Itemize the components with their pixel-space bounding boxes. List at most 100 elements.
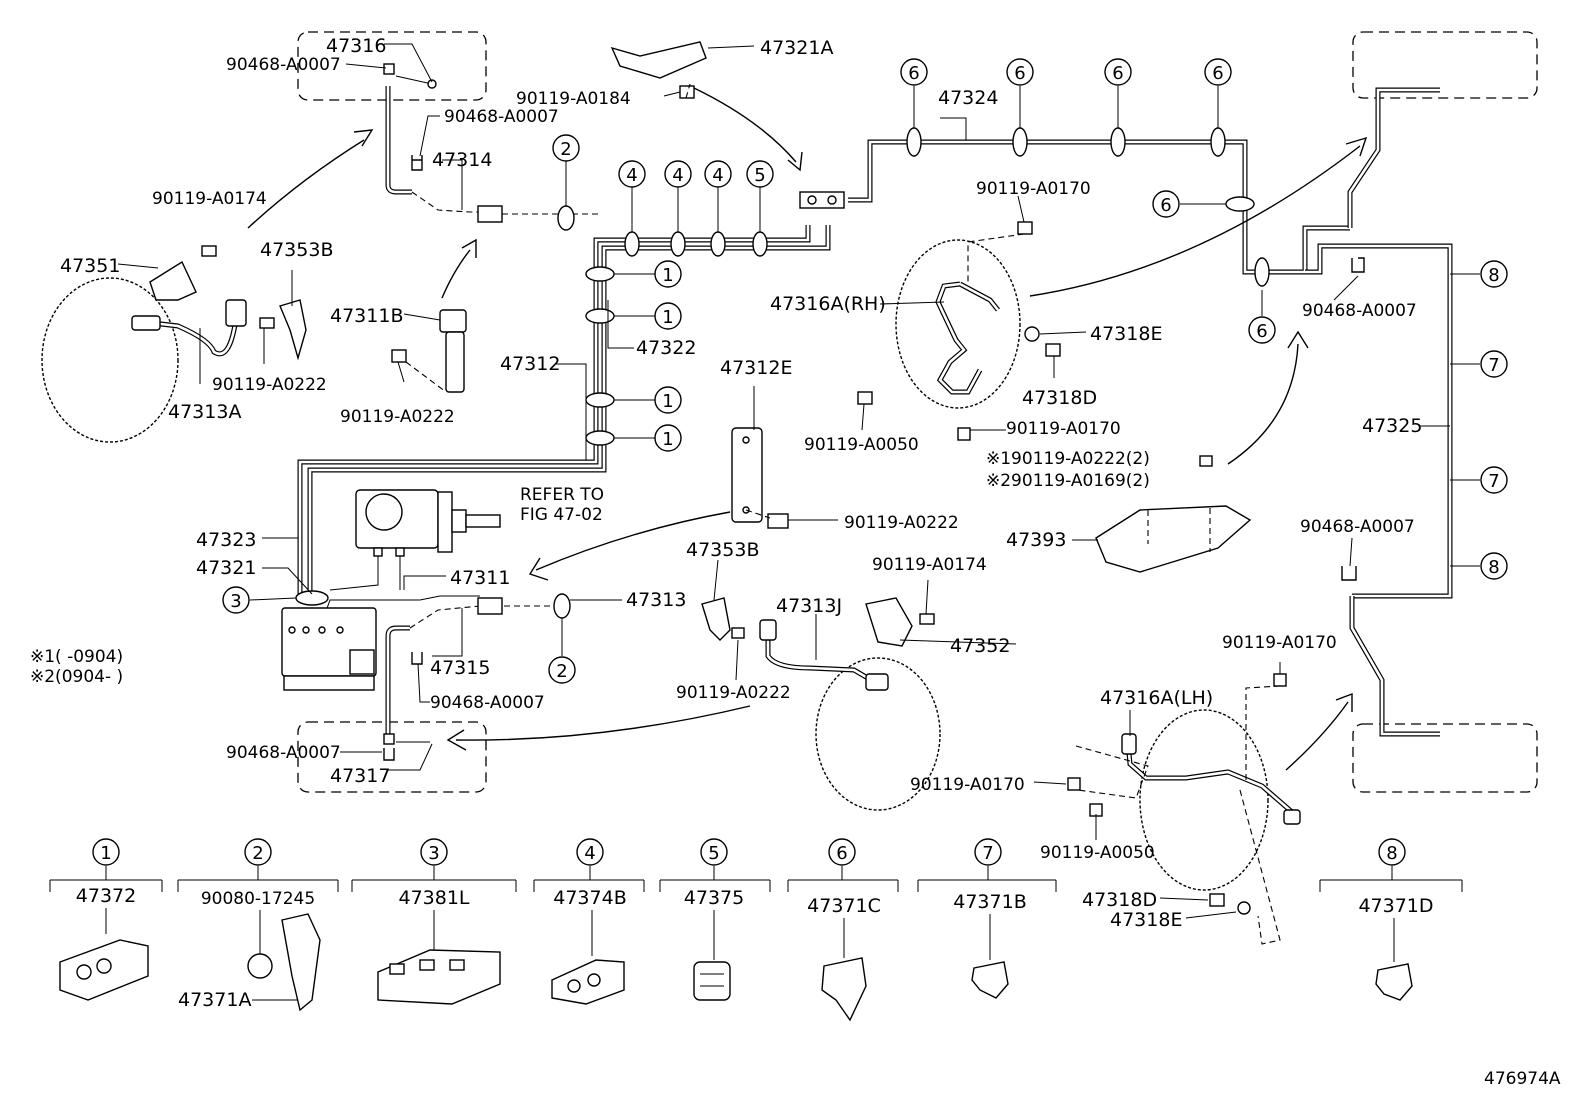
- label-90119-a0170-b: 90119-A0170: [1006, 419, 1121, 439]
- legend-item-3: 3 47381L: [351, 838, 517, 1005]
- label-47314: 47314: [432, 149, 492, 171]
- label-90119-a0050-b: 90119-A0050: [1040, 843, 1155, 863]
- label-90468-f: 90468-A0007: [1300, 517, 1415, 537]
- label-47311b: 47311B: [330, 305, 403, 327]
- label-90119-a0184: 90119-A0184: [516, 89, 631, 109]
- svg-text:2: 2: [556, 661, 567, 682]
- svg-text:1: 1: [662, 307, 673, 328]
- legend-item-4: 4 47374B: [533, 838, 645, 1005]
- diagram-callouts: 2 4 4 4 5 1 1 1 1 6 6 6 6 6 6 3 2 8 7 7 …: [222, 58, 1508, 684]
- leader-lines: [117, 43, 1480, 919]
- refer-line-2: FIG 47-02: [520, 505, 603, 525]
- front-right-hose-assembly: [857, 221, 1061, 441]
- svg-text:1: 1: [662, 265, 673, 286]
- label-47312: 47312: [500, 353, 560, 375]
- label-47318e-bot: 47318E: [1110, 909, 1182, 931]
- label-47317: 47317: [330, 765, 390, 787]
- rear-left-wheel-box: [297, 721, 487, 793]
- bracket-47393: [1095, 455, 1252, 573]
- label-90119-a0170-a: 90119-A0170: [976, 179, 1091, 199]
- label-47318e-top: 47318E: [1090, 323, 1162, 345]
- label-47351: 47351: [60, 255, 120, 277]
- label-47353b-top: 47353B: [260, 239, 333, 261]
- svg-text:4: 4: [584, 843, 595, 864]
- label-47313: 47313: [626, 589, 686, 611]
- arrows: [247, 87, 1368, 771]
- bracket-47312e: [731, 427, 789, 529]
- label-47318d-top: 47318D: [1022, 387, 1097, 409]
- label-47313a: 47313A: [168, 401, 241, 423]
- svg-text:47371C: 47371C: [807, 895, 881, 917]
- label-90119-a0174-a: 90119-A0174: [152, 189, 267, 209]
- svg-text:6: 6: [1112, 63, 1123, 84]
- legend-item-2: 2 90080-17245 47371A: [177, 838, 339, 1012]
- svg-text:7: 7: [1488, 355, 1499, 376]
- label-90119-a0050-a: 90119-A0050: [804, 435, 919, 455]
- clamp-legend: 1 47372 2 90080-17245 47371A 3 47381L: [49, 838, 1463, 1022]
- label-47312e: 47312E: [720, 357, 792, 379]
- front-right-wheel-box: [1352, 31, 1538, 99]
- label-note2-bolt: ※290119-A0169(2): [986, 471, 1150, 491]
- svg-text:47371D: 47371D: [1358, 895, 1433, 917]
- label-note1-bolt: ※190119-A0222(2): [986, 449, 1150, 469]
- svg-text:4: 4: [626, 165, 637, 186]
- label-47315: 47315: [430, 657, 490, 679]
- svg-text:8: 8: [1488, 265, 1499, 286]
- svg-text:90080-17245: 90080-17245: [201, 889, 315, 909]
- label-90119-a0170-d: 90119-A0170: [910, 775, 1025, 795]
- svg-text:4: 4: [672, 165, 683, 186]
- svg-text:6: 6: [1160, 195, 1171, 216]
- tube-clamps: [295, 127, 1270, 619]
- svg-text:47371A: 47371A: [178, 989, 251, 1011]
- label-90468-d: 90468-A0007: [226, 743, 341, 763]
- fittings: [383, 63, 1365, 761]
- svg-text:2: 2: [252, 843, 263, 864]
- label-47393: 47393: [1006, 529, 1066, 551]
- legend-item-5: 5 47375: [659, 838, 771, 1001]
- svg-text:7: 7: [982, 843, 993, 864]
- svg-text:47371B: 47371B: [953, 891, 1026, 913]
- label-90468-e: 90468-A0007: [1302, 301, 1417, 321]
- svg-text:6: 6: [836, 843, 847, 864]
- label-47353b-mid: 47353B: [686, 539, 759, 561]
- label-47316: 47316: [326, 35, 386, 57]
- label-47313j: 47313J: [776, 595, 842, 617]
- svg-text:5: 5: [754, 165, 765, 186]
- label-90119-a0170-c: 90119-A0170: [1222, 633, 1337, 653]
- legend-item-6: 6 47371C: [787, 838, 899, 1022]
- label-90119-a0222-a: 90119-A0222: [212, 375, 327, 395]
- part-labels: 47316 90468-A0007 90468-A0007 47314 9011…: [30, 35, 1422, 931]
- svg-text:7: 7: [1488, 471, 1499, 492]
- svg-text:47381L: 47381L: [398, 887, 469, 909]
- svg-text:1: 1: [100, 843, 111, 864]
- front-left-wheel-box: [297, 31, 487, 101]
- label-90468-c: 90468-A0007: [430, 693, 545, 713]
- label-47323: 47323: [196, 529, 256, 551]
- figure-code: 476974A: [1484, 1069, 1561, 1089]
- legend-item-1: 1 47372: [49, 838, 163, 1001]
- front-left-hose-assembly: [41, 41, 707, 443]
- label-47322: 47322: [636, 337, 696, 359]
- master-cylinder: [355, 489, 501, 557]
- label-47325: 47325: [1362, 415, 1422, 437]
- svg-text:8: 8: [1386, 843, 1397, 864]
- label-90468-b: 90468-A0007: [444, 107, 559, 127]
- note-2: ※2(0904- ): [30, 667, 123, 687]
- legend-item-8: 8 47371D: [1319, 838, 1463, 1001]
- svg-text:1: 1: [662, 391, 673, 412]
- main-tubes: [297, 86, 1453, 742]
- svg-text:5: 5: [708, 843, 719, 864]
- label-90119-a0222-b: 90119-A0222: [340, 407, 455, 427]
- label-90119-a0222-d: 90119-A0222: [676, 683, 791, 703]
- label-47318d-bot: 47318D: [1082, 889, 1157, 911]
- svg-text:6: 6: [1014, 63, 1025, 84]
- svg-text:6: 6: [1212, 63, 1223, 84]
- label-47316a-rh: 47316A(RH): [770, 293, 886, 315]
- svg-text:6: 6: [908, 63, 919, 84]
- svg-text:4: 4: [712, 165, 723, 186]
- label-90468-a: 90468-A0007: [226, 55, 341, 75]
- label-47311: 47311: [450, 567, 510, 589]
- svg-text:2: 2: [560, 139, 571, 160]
- legend-item-7: 7 47371B: [917, 838, 1057, 999]
